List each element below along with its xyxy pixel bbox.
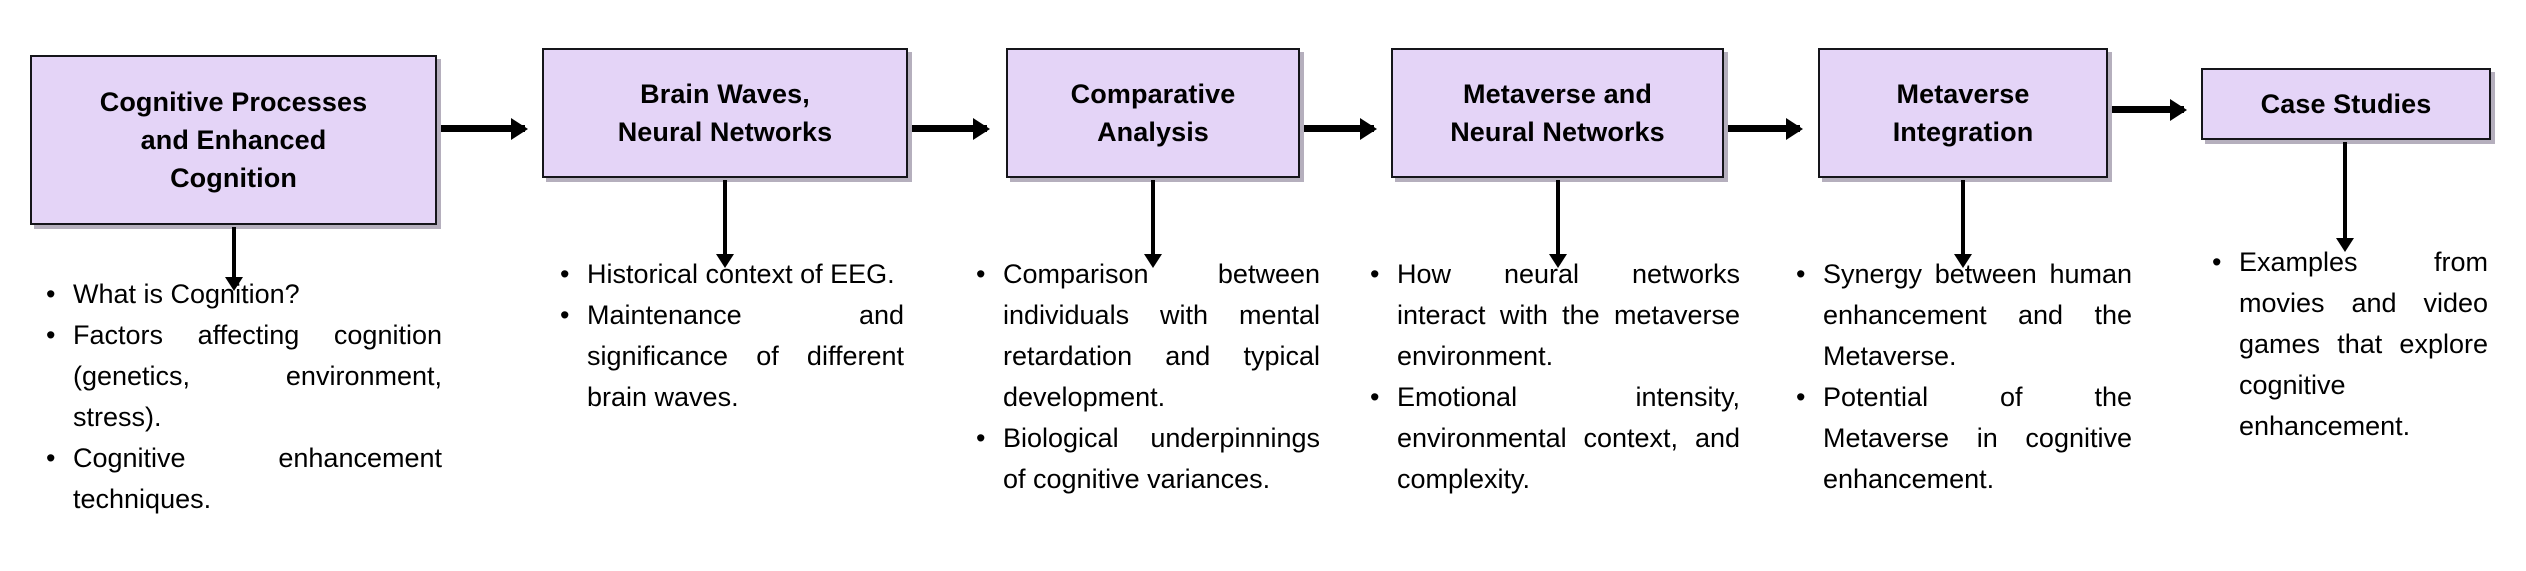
arrow-comparative-to-metaverse-nn	[1304, 125, 1374, 132]
node-label: Metaverse Integration	[1892, 79, 2034, 147]
node-label: Comparative Analysis	[1070, 79, 1236, 147]
bullet-list-case-studies: Examples from movies and video games tha…	[2208, 242, 2488, 447]
list-item: Factors affecting cognition (genetics, e…	[42, 315, 442, 438]
bullet-list-metaverse-neural-networks: How neural networks interact with the me…	[1366, 254, 1740, 500]
list-item: Emotional intensity, environmental conte…	[1366, 377, 1740, 500]
node-label: Cognitive Processes and Enhanced Cogniti…	[99, 87, 368, 193]
node-comparative-analysis[interactable]: Comparative Analysis	[1006, 48, 1300, 178]
node-brain-waves[interactable]: Brain Waves, Neural Networks	[542, 48, 908, 178]
bullet-list-comparative-analysis: Comparison between individuals with ment…	[972, 254, 1320, 500]
down-arrow-metaverse-integration	[1961, 180, 1965, 256]
node-label: Brain Waves, Neural Networks	[617, 79, 833, 147]
node-label: Case Studies	[2260, 89, 2432, 119]
down-arrow-cognitive-processes	[232, 227, 236, 279]
node-case-studies[interactable]: Case Studies	[2201, 68, 2491, 140]
node-metaverse-neural-networks[interactable]: Metaverse and Neural Networks	[1391, 48, 1724, 178]
list-item: Potential of the Metaverse in cognitive …	[1792, 377, 2132, 500]
bullet-list-cognitive-processes: What is Cognition? Factors affecting cog…	[42, 274, 442, 520]
node-metaverse-integration[interactable]: Metaverse Integration	[1818, 48, 2108, 178]
list-item: Maintenance and significance of differen…	[556, 295, 904, 418]
list-item: Examples from movies and video games tha…	[2208, 242, 2488, 447]
list-item: Comparison between individuals with ment…	[972, 254, 1320, 418]
list-item: How neural networks interact with the me…	[1366, 254, 1740, 377]
down-arrow-brain-waves	[723, 180, 727, 256]
down-arrow-metaverse-neural-networks	[1556, 180, 1560, 256]
down-arrow-comparative-analysis	[1151, 180, 1155, 256]
list-item: What is Cognition?	[42, 274, 442, 315]
arrow-brainwaves-to-comparative	[912, 125, 987, 132]
list-item: Historical context of EEG.	[556, 254, 904, 295]
down-arrow-case-studies	[2343, 142, 2347, 240]
list-item: Biological underpinnings of cognitive va…	[972, 418, 1320, 500]
bullet-list-metaverse-integration: Synergy between human enhancement and th…	[1792, 254, 2132, 500]
node-cognitive-processes[interactable]: Cognitive Processes and Enhanced Cogniti…	[30, 55, 437, 225]
arrow-metaverse-nn-to-integration	[1728, 125, 1800, 132]
node-label: Metaverse and Neural Networks	[1450, 79, 1665, 147]
arrow-cognitive-to-brainwaves	[441, 125, 525, 132]
bullet-list-brain-waves: Historical context of EEG. Maintenance a…	[556, 254, 904, 418]
list-item: Synergy between human enhancement and th…	[1792, 254, 2132, 377]
list-item: Cognitive enhancement techniques.	[42, 438, 442, 520]
arrow-integration-to-case-studies	[2112, 106, 2184, 113]
